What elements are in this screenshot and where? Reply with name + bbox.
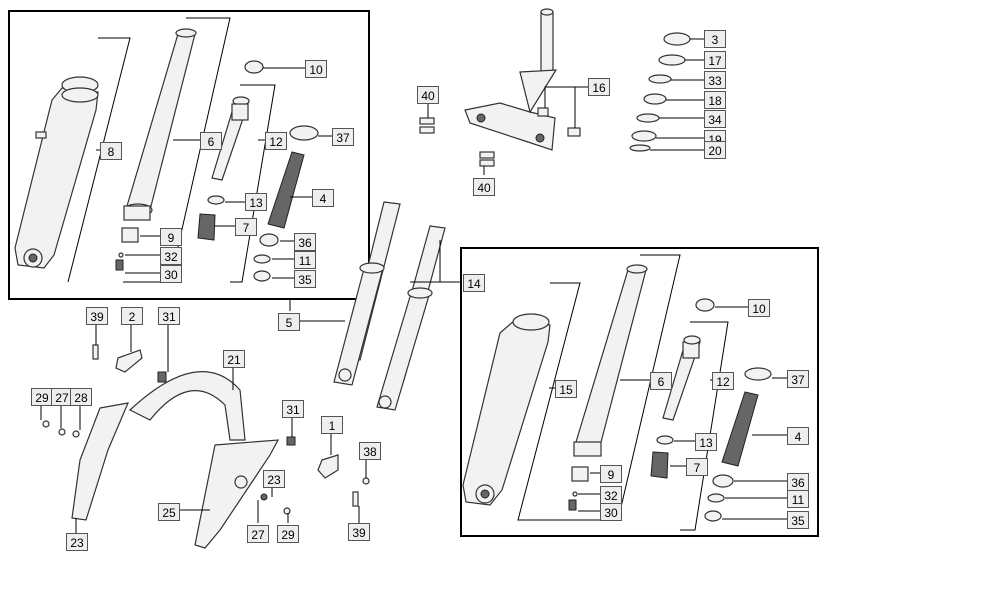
callout-5: 5	[278, 313, 300, 331]
callout-34: 34	[704, 110, 726, 128]
small-hardware-left	[42, 344, 167, 438]
damper-rod-left-12	[211, 96, 250, 181]
callout-right-12: 12	[712, 372, 734, 390]
steering-stem	[464, 8, 558, 151]
callout-left-30: 30	[160, 265, 182, 283]
seal-left-36	[259, 233, 279, 247]
callout-39-bottom: 39	[348, 523, 370, 541]
right-fork-detail-frame	[460, 247, 819, 537]
callout-39-top: 39	[86, 307, 108, 325]
fork-cap-right-10	[695, 298, 715, 312]
callout-left-10: 10	[305, 60, 327, 78]
bolt-left-30	[115, 259, 124, 271]
callout-23-mid: 23	[263, 470, 285, 488]
dust-seal-right-37	[744, 367, 772, 381]
rebound-spring-left-7	[197, 213, 216, 241]
callout-40-top: 40	[417, 86, 439, 104]
callout-right-7: 7	[686, 458, 708, 476]
left-fork-detail-frame	[8, 10, 370, 300]
inner-fork-tube-right-6	[573, 264, 648, 457]
callout-21: 21	[223, 350, 245, 368]
oring-right-13	[656, 435, 674, 445]
callout-1: 1	[321, 416, 343, 434]
callout-right-6: 6	[650, 372, 672, 390]
callout-31-top: 31	[158, 307, 180, 325]
rebound-spring-right-7	[650, 451, 669, 479]
callout-28: 28	[70, 388, 92, 406]
fork-spring-right-4	[721, 391, 759, 467]
front-fender-21	[128, 370, 246, 441]
callout-20: 20	[704, 141, 726, 159]
callout-right-35: 35	[787, 511, 809, 529]
callout-right-37: 37	[787, 370, 809, 388]
callout-right-32: 32	[600, 486, 622, 504]
callout-left-8: 8	[100, 142, 122, 160]
callout-40-bottom: 40	[473, 178, 495, 196]
stem-bolts-16	[537, 107, 581, 137]
callout-right-4: 4	[787, 427, 809, 445]
inner-fork-tube-left-6	[123, 28, 197, 221]
front-fork-pair-5	[333, 201, 446, 411]
callout-right-13: 13	[695, 433, 717, 451]
callout-38: 38	[359, 442, 381, 460]
callout-29-top: 29	[31, 388, 53, 406]
callout-right-30: 30	[600, 503, 622, 521]
callout-2: 2	[121, 307, 143, 325]
bolt-right-30	[568, 499, 577, 511]
callout-right-11: 11	[787, 490, 809, 508]
ring-right-35	[704, 510, 722, 522]
damper-rod-right-12	[662, 335, 701, 421]
callout-left-13: 13	[245, 193, 267, 211]
callout-left-7: 7	[235, 218, 257, 236]
mud-guard-23	[71, 402, 129, 521]
callout-29-bottom: 29	[277, 525, 299, 543]
nut-31	[286, 436, 296, 446]
callout-right-10: 10	[748, 299, 770, 317]
callout-25: 25	[158, 503, 180, 521]
seal-right-36	[712, 474, 734, 488]
callout-left-12: 12	[265, 132, 287, 150]
outer-fork-tube-left-8	[14, 76, 99, 269]
bolts-40	[419, 117, 495, 167]
washer-left-32	[118, 252, 124, 258]
bracket-1	[317, 454, 339, 479]
oring-left-13	[207, 195, 225, 205]
callout-left-36: 36	[294, 233, 316, 251]
callout-14: 14	[463, 274, 485, 292]
bush-right-9	[571, 466, 589, 482]
bush-left-9	[121, 227, 139, 243]
callout-left-4: 4	[312, 189, 334, 207]
callout-18: 18	[704, 91, 726, 109]
washer-38	[362, 477, 370, 485]
callout-right-36: 36	[787, 473, 809, 491]
callout-left-11: 11	[294, 251, 316, 269]
callout-left-37: 37	[332, 128, 354, 146]
washer-left-11	[253, 254, 271, 264]
washer-right-32	[572, 491, 578, 497]
callout-31-bottom: 31	[282, 400, 304, 418]
callout-left-32: 32	[160, 247, 182, 265]
callout-left-35: 35	[294, 270, 316, 288]
callout-23-bottom: 23	[66, 533, 88, 551]
callout-left-9: 9	[160, 228, 182, 246]
callout-27-bottom: 27	[247, 525, 269, 543]
bearing-stack	[629, 32, 691, 152]
callout-right-9: 9	[600, 465, 622, 483]
screw-39	[352, 491, 359, 507]
callout-left-6: 6	[200, 132, 222, 150]
ring-left-35	[253, 270, 271, 282]
fender-lower-25	[194, 439, 280, 549]
callout-33: 33	[704, 71, 726, 89]
washer-right-11	[707, 493, 725, 503]
dust-seal-left-37	[289, 125, 319, 141]
callout-3: 3	[704, 30, 726, 48]
outer-fork-tube-right-15	[462, 313, 551, 506]
callout-17: 17	[704, 51, 726, 69]
callout-right-15: 15	[555, 380, 577, 398]
fork-cap-left-10	[244, 60, 264, 74]
fork-spring-left-4	[267, 151, 305, 229]
callout-16: 16	[588, 78, 610, 96]
